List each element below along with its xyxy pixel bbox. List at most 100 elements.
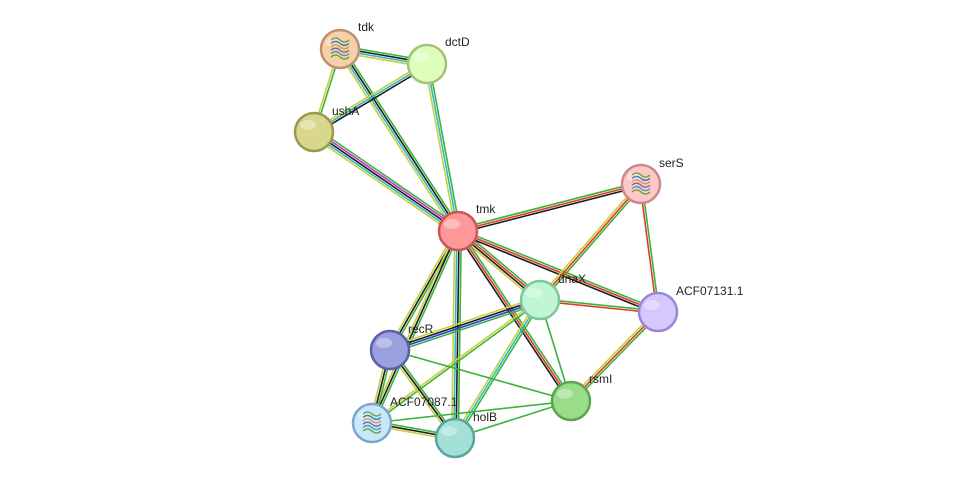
edge-evidence-line — [370, 298, 540, 423]
edge-evidence-line — [458, 228, 660, 311]
node-label: holB — [473, 410, 497, 424]
edge-evidence-line — [457, 183, 642, 232]
node-label: recR — [408, 322, 434, 336]
edge-evidence-line — [641, 183, 660, 312]
node-dctd[interactable]: dctD — [406, 35, 470, 85]
edge-evidence-line — [387, 229, 457, 350]
node-rsmi[interactable]: rsmI — [550, 372, 612, 422]
node-gloss — [376, 338, 392, 348]
edge-evidence-line — [459, 229, 574, 401]
edge-evidence-line — [572, 312, 661, 404]
edge-evidence-line — [426, 63, 459, 232]
edge-evidence-line — [428, 63, 461, 231]
edge-tdk-tmk[interactable] — [336, 46, 462, 234]
edge-acf07087-1-rsmi[interactable] — [371, 400, 572, 424]
edge-tmk-acf07131-1[interactable] — [456, 228, 660, 315]
node-recr[interactable]: recR — [369, 322, 434, 371]
edges-layer — [311, 44, 661, 441]
edge-evidence-line — [311, 134, 456, 236]
edge-evidence-line — [340, 47, 460, 231]
edge-evidence-line — [457, 181, 641, 230]
edge-dnax-holb[interactable] — [452, 298, 543, 440]
edge-evidence-line — [457, 230, 659, 313]
edge-evidence-line — [389, 349, 572, 402]
edge-evidence-line — [454, 299, 541, 439]
edge-dnax-acf07087-1[interactable] — [370, 298, 542, 425]
node-circle[interactable] — [620, 163, 662, 205]
node-holb[interactable]: holB — [434, 410, 497, 459]
edge-sers-dnax[interactable] — [537, 182, 644, 302]
node-label: ushA — [332, 104, 359, 118]
edge-evidence-line — [455, 231, 460, 439]
edge-evidence-line — [453, 230, 458, 438]
edge-evidence-line — [342, 46, 462, 230]
edge-evidence-line — [452, 298, 539, 438]
edge-evidence-line — [336, 50, 456, 234]
edge-usha-tmk[interactable] — [311, 127, 461, 236]
node-circle[interactable] — [437, 210, 479, 252]
node-gloss — [300, 120, 316, 130]
node-circle[interactable] — [351, 402, 393, 444]
node-label: serS — [659, 156, 684, 170]
node-dnax[interactable]: dnaX — [519, 272, 586, 321]
edge-evidence-line — [314, 65, 429, 135]
edge-evidence-line — [312, 133, 458, 234]
node-label: tmk — [476, 202, 496, 216]
node-acf07131-1[interactable]: ACF07131.1 — [637, 284, 744, 333]
edge-recr-rsmi[interactable] — [389, 349, 572, 402]
node-circle[interactable] — [519, 279, 561, 321]
edge-evidence-line — [568, 309, 657, 401]
node-gloss — [444, 219, 460, 229]
edge-evidence-line — [539, 183, 642, 301]
edge-evidence-line — [313, 131, 459, 232]
edge-evidence-line — [424, 64, 457, 232]
node-tmk[interactable]: tmk — [437, 202, 496, 252]
edge-tmk-holb[interactable] — [450, 230, 463, 439]
edge-evidence-line — [456, 232, 658, 315]
edge-tmk-rsmi[interactable] — [455, 229, 574, 403]
edge-holb-rsmi[interactable] — [454, 400, 572, 439]
edge-tmk-sers[interactable] — [457, 181, 642, 234]
edge-evidence-line — [541, 184, 644, 302]
edge-evidence-line — [454, 400, 572, 439]
edge-tmk-acf07087-1[interactable] — [369, 229, 461, 425]
node-circle[interactable] — [637, 291, 679, 333]
node-circle[interactable] — [369, 329, 411, 371]
protein-structure-icon — [362, 411, 382, 434]
edge-evidence-line — [313, 63, 428, 133]
node-gloss — [557, 389, 573, 399]
edge-evidence-line — [389, 298, 540, 350]
edge-evidence-line — [390, 302, 542, 354]
node-circle[interactable] — [293, 111, 335, 153]
protein-structure-icon — [631, 172, 651, 195]
edge-evidence-line — [450, 230, 456, 438]
edge-evidence-line — [372, 300, 542, 425]
node-label: dctD — [445, 35, 470, 49]
node-circle[interactable] — [406, 43, 448, 85]
edge-evidence-line — [314, 129, 460, 230]
edge-dnax-recr[interactable] — [388, 296, 542, 354]
edge-evidence-line — [316, 127, 461, 229]
node-sers[interactable]: serS — [620, 156, 684, 205]
node-circle[interactable] — [319, 28, 361, 70]
node-tdk[interactable]: tdk — [319, 20, 375, 70]
edge-evidence-line — [373, 231, 461, 425]
node-label: tdk — [358, 20, 375, 34]
node-label: ACF07087.1 — [390, 395, 458, 409]
node-circle[interactable] — [434, 417, 476, 459]
edge-evidence-line — [390, 300, 541, 352]
node-acf07087-1[interactable]: ACF07087.1 — [351, 395, 458, 444]
edge-sers-acf07131-1[interactable] — [639, 183, 660, 313]
edge-evidence-line — [388, 296, 540, 348]
edge-evidence-line — [455, 231, 570, 403]
edge-evidence-line — [456, 300, 543, 440]
protein-structure-icon — [330, 37, 350, 60]
edge-dctd-usha[interactable] — [312, 61, 429, 135]
edge-dctd-tmk[interactable] — [424, 63, 461, 232]
edge-evidence-line — [371, 230, 459, 424]
node-circle[interactable] — [550, 380, 592, 422]
edge-acf07131-1-rsmi[interactable] — [568, 309, 661, 404]
node-label: rsmI — [589, 372, 612, 386]
node-usha[interactable]: ushA — [293, 104, 359, 153]
